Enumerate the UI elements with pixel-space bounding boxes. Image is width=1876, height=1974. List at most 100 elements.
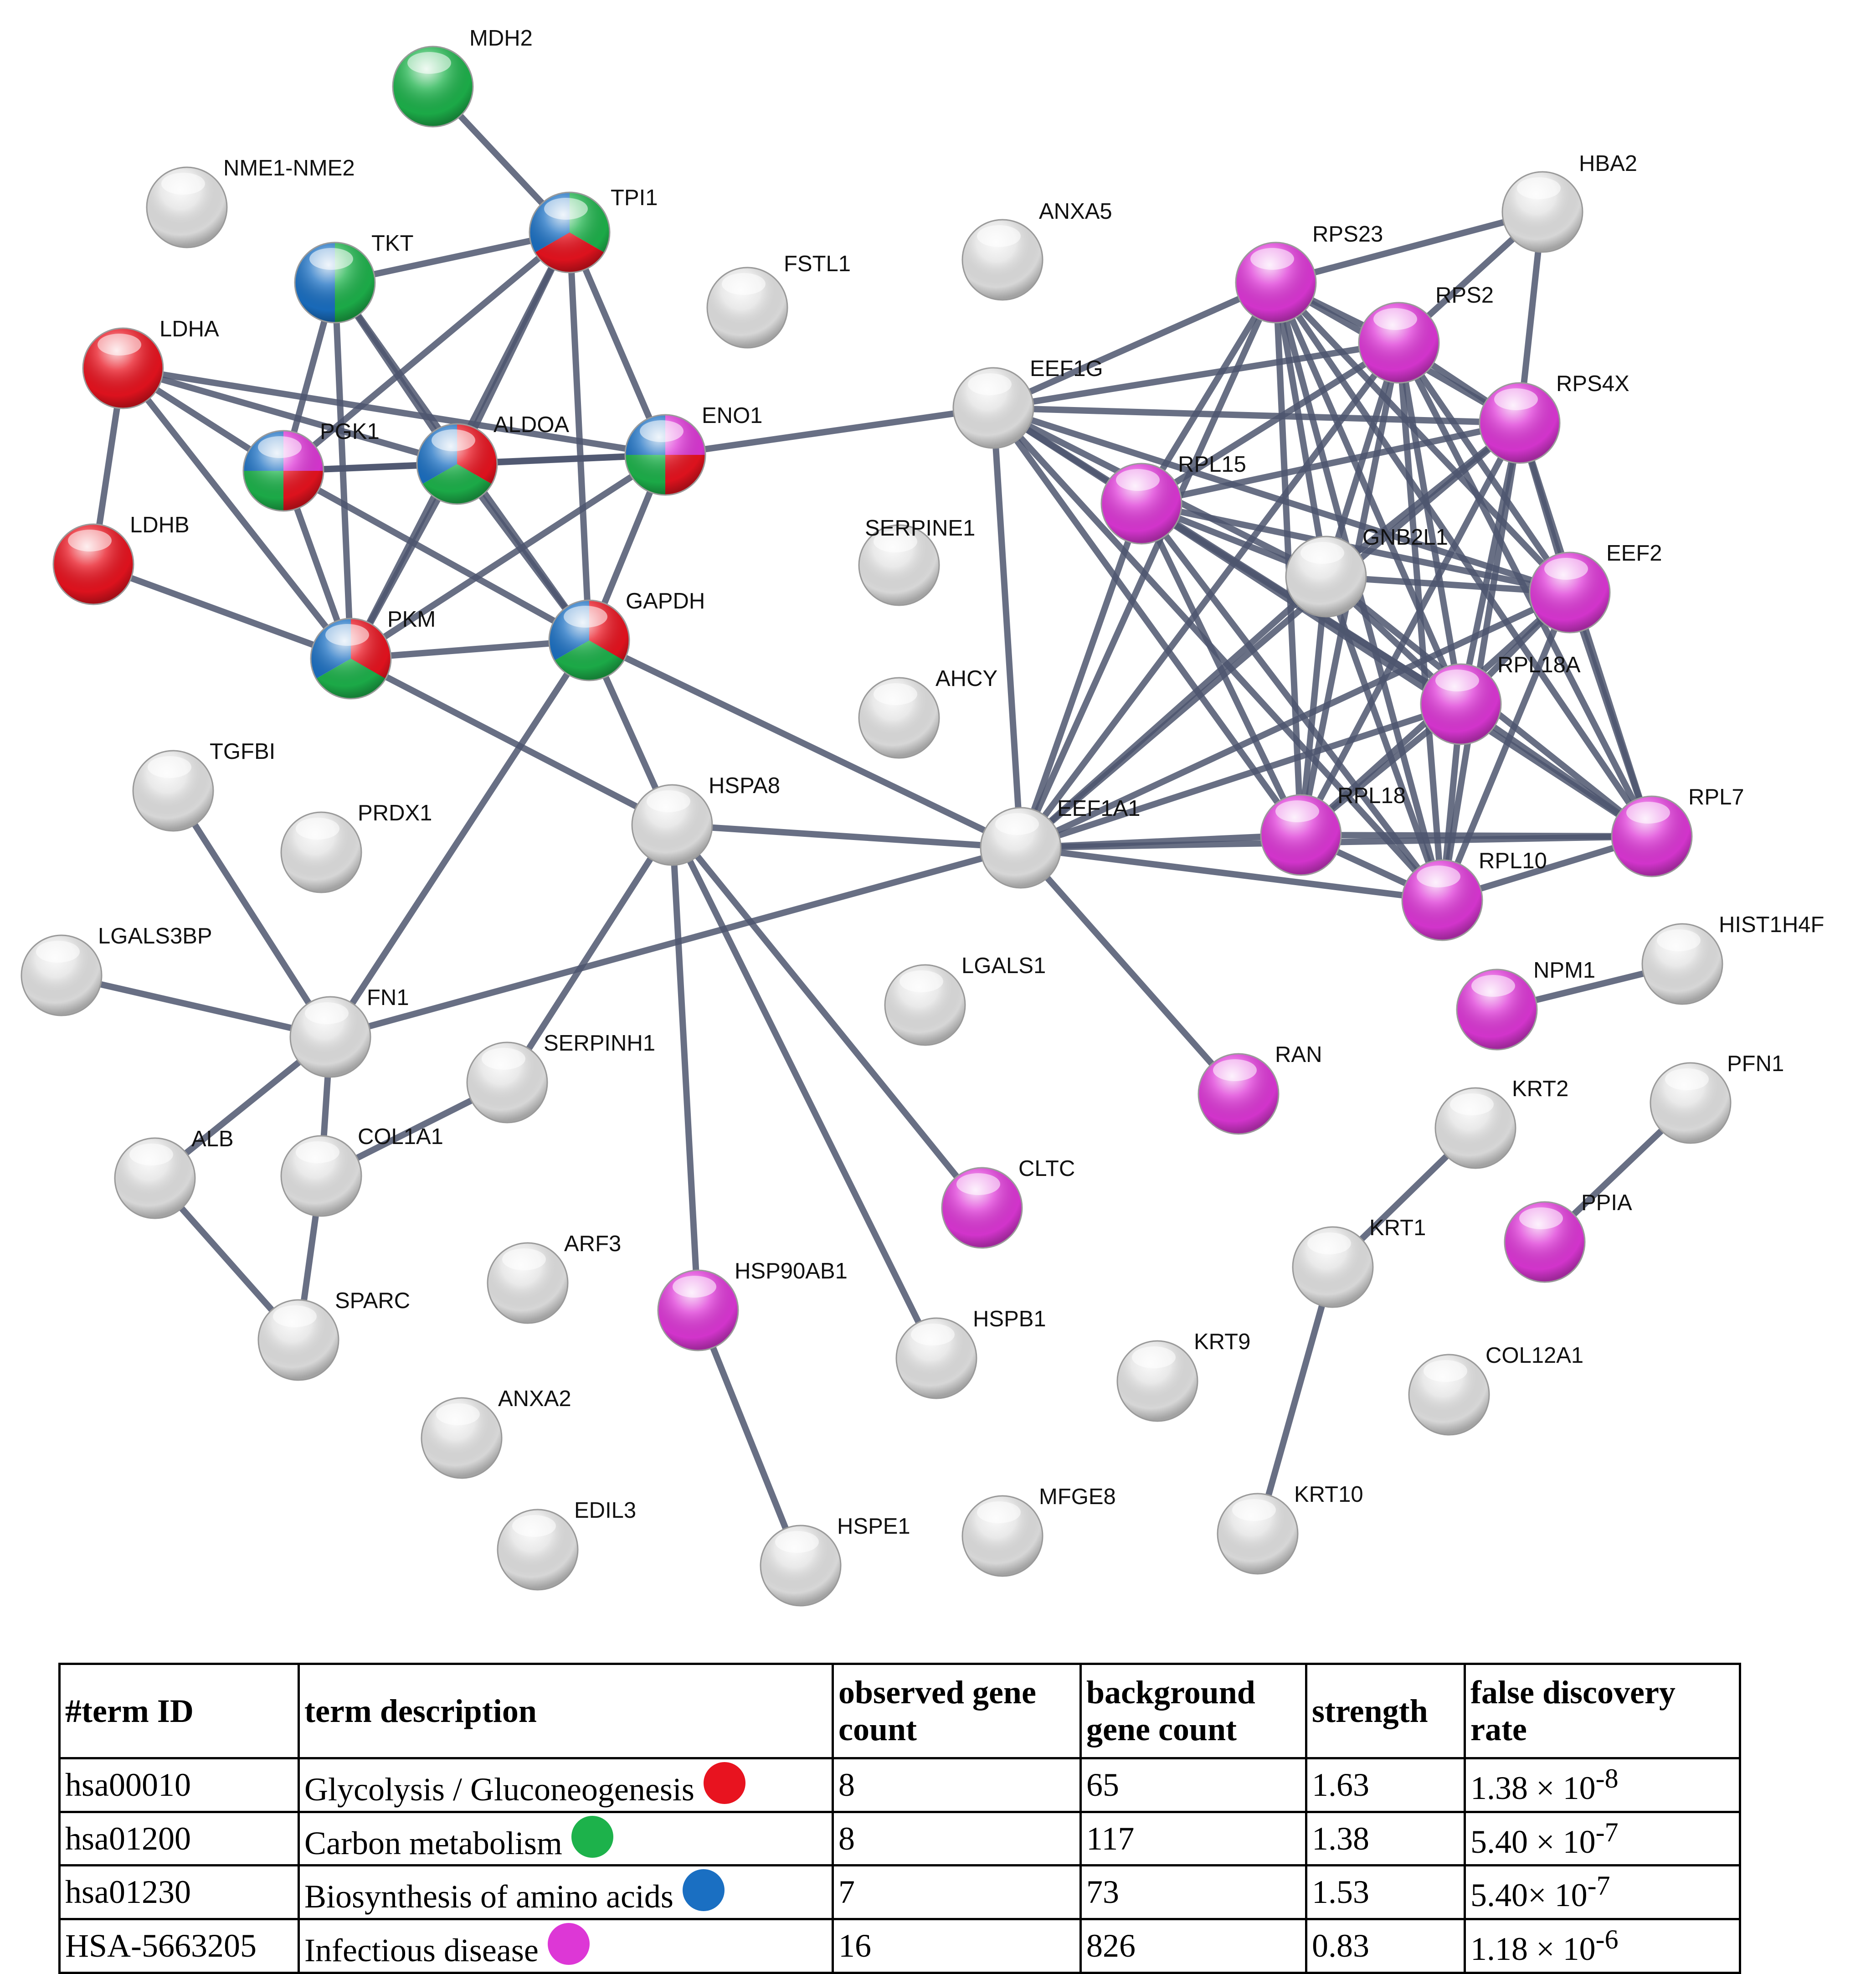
node-fn1[interactable]: FN1 (289, 985, 409, 1078)
node-lgals1[interactable]: LGALS1 (884, 953, 1046, 1046)
node-rpl18a[interactable]: RPL18A (1420, 653, 1581, 745)
node-serpinh1[interactable]: SERPINH1 (466, 1031, 655, 1124)
node-highlight (968, 373, 1012, 395)
node-label: RPL18A (1497, 653, 1581, 677)
col-header-term-description: term description (298, 1663, 834, 1759)
node-ran[interactable]: RAN (1198, 1042, 1322, 1135)
strength: 1.38 (1305, 1810, 1466, 1867)
node-label: LDHB (130, 513, 190, 537)
node-arf3[interactable]: ARF3 (487, 1232, 621, 1324)
node-label: LGALS3BP (98, 924, 212, 948)
node-pkm[interactable]: PKM (310, 607, 436, 700)
node-aldoa[interactable]: ALDOA (416, 412, 569, 505)
node-serpine1[interactable]: SERPINE1 (858, 516, 975, 606)
node-hspa8[interactable]: HSPA8 (631, 773, 780, 866)
node-anxa5[interactable]: ANXA5 (961, 199, 1112, 301)
edge-HSPA8-HSP90AB1 (669, 822, 701, 1314)
node-hspb1[interactable]: HSPB1 (895, 1307, 1046, 1399)
background-gene-count: 826 (1079, 1917, 1307, 1974)
node-eno1[interactable]: ENO1 (624, 403, 762, 496)
node-pgk1[interactable]: PGK1 (242, 419, 380, 512)
node-hba2[interactable]: HBA2 (1501, 151, 1637, 253)
edge-EEF2-RPL10 (1439, 589, 1573, 903)
edge-EEF1A1-RPL15 (1018, 500, 1145, 851)
background-gene-count: 117 (1079, 1810, 1307, 1867)
edge-KRT1-KRT10 (1254, 1264, 1336, 1537)
node-label: HSP90AB1 (735, 1259, 848, 1283)
node-ldhb[interactable]: LDHB (52, 513, 190, 605)
node-highlight (258, 436, 302, 458)
node-highlight (305, 1002, 349, 1024)
node-gapdh[interactable]: GAPDH (548, 589, 705, 681)
node-hist1h4f[interactable]: HIST1H4F (1641, 912, 1824, 1005)
node-krt2[interactable]: KRT2 (1434, 1077, 1568, 1169)
node-ahcy[interactable]: AHCY (858, 666, 997, 759)
node-highlight (1626, 802, 1670, 824)
node-edil3[interactable]: EDIL3 (497, 1498, 636, 1591)
node-alb[interactable]: ALB (114, 1127, 234, 1219)
node-label: HBA2 (1579, 151, 1637, 176)
node-rpl10[interactable]: RPL10 (1401, 849, 1547, 941)
node-tpi1[interactable]: TPI1 (529, 186, 658, 273)
node-label: SPARC (335, 1289, 410, 1313)
node-highlight (722, 273, 766, 295)
node-col1a1[interactable]: COL1A1 (280, 1124, 443, 1217)
node-label: EEF1G (1030, 356, 1103, 381)
node-rpl15[interactable]: RPL15 (1100, 452, 1246, 545)
node-cltc[interactable]: CLTC (941, 1156, 1075, 1249)
node-label: HSPA8 (709, 773, 780, 798)
node-prdx1[interactable]: PRDX1 (280, 801, 432, 893)
node-rps2[interactable]: RPS2 (1358, 283, 1494, 384)
node-tkt[interactable]: TKT (294, 231, 414, 324)
node-gnb2l1[interactable]: GNB2L1 (1285, 525, 1448, 618)
node-rpl18[interactable]: RPL18 (1260, 783, 1406, 876)
edge-LDHA-ALDOA (120, 365, 460, 467)
node-sparc[interactable]: SPARC (257, 1289, 410, 1381)
node-rps4x[interactable]: RPS4X (1479, 371, 1629, 464)
node-label: HSPB1 (973, 1307, 1046, 1331)
node-label: KRT2 (1512, 1077, 1568, 1101)
node-lgals3bp[interactable]: LGALS3BP (21, 924, 212, 1016)
node-hsp90ab1[interactable]: HSP90AB1 (657, 1259, 848, 1351)
col-header-strength: strength (1305, 1663, 1466, 1759)
node-col12a1[interactable]: COL12A1 (1408, 1343, 1583, 1436)
node-highlight (956, 1173, 1000, 1195)
node-mfge8[interactable]: MFGE8 (961, 1484, 1116, 1577)
node-pfn1[interactable]: PFN1 (1650, 1051, 1784, 1144)
node-label: RPL18 (1337, 783, 1406, 808)
node-krt1[interactable]: KRT1 (1292, 1216, 1426, 1308)
node-rpl7[interactable]: RPL7 (1611, 785, 1744, 877)
node-label: AHCY (935, 666, 997, 691)
node-fstl1[interactable]: FSTL1 (706, 252, 851, 349)
node-krt10[interactable]: KRT10 (1217, 1482, 1363, 1575)
node-highlight (899, 970, 943, 992)
node-label: MFGE8 (1039, 1484, 1116, 1509)
edge-EEF1A1-RPS23 (1018, 279, 1279, 851)
node-rps23[interactable]: RPS23 (1235, 222, 1383, 324)
node-hspe1[interactable]: HSPE1 (760, 1514, 910, 1607)
observed-gene-count: 16 (832, 1917, 1082, 1974)
node-ldha[interactable]: LDHA (82, 317, 219, 409)
node-krt9[interactable]: KRT9 (1116, 1330, 1250, 1422)
node-eef1a1[interactable]: EEF1A1 (980, 796, 1140, 889)
node-eef1g[interactable]: EEF1G (952, 356, 1103, 449)
term-id: hsa01200 (58, 1810, 300, 1867)
node-highlight (647, 790, 690, 812)
node-tgfbi[interactable]: TGFBI (132, 739, 275, 832)
term-id: hsa00010 (58, 1757, 300, 1813)
node-anxa2[interactable]: ANXA2 (421, 1386, 571, 1479)
node-ppia[interactable]: PPIA (1504, 1191, 1632, 1283)
enrichment-table: #term ID term description observed gene … (58, 1663, 1741, 1974)
node-eef2[interactable]: EEF2 (1529, 541, 1662, 634)
fdr-base: 5.40 × 10 (1470, 1823, 1596, 1860)
node-nme1-nme2[interactable]: NME1-NME2 (146, 156, 355, 248)
edge-TGFBI-FN1 (170, 788, 334, 1040)
fdr-base: 1.18 × 10 (1470, 1930, 1596, 1967)
node-label: FSTL1 (784, 252, 851, 276)
edge-RPS23-RPL15 (1138, 279, 1279, 507)
node-highlight (874, 531, 917, 552)
node-mdh2[interactable]: MDH2 (392, 26, 533, 128)
node-highlight (1471, 975, 1515, 997)
col-header-false-discovery-rate: false discovery rate (1464, 1663, 1741, 1759)
node-npm1[interactable]: NPM1 (1456, 958, 1595, 1051)
